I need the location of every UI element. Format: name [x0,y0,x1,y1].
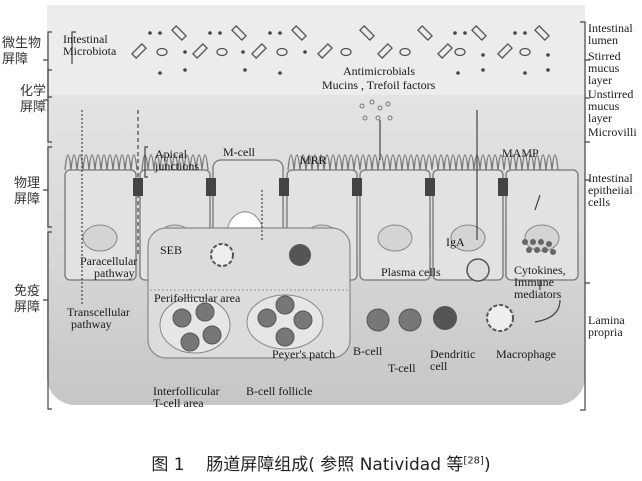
microbiota [131,25,550,59]
macrophage-label: Macrophage [496,347,556,361]
label-line: layer [588,73,612,87]
mucins-label: Mucins , Trefoil factors [322,78,436,92]
lumen-band [47,5,585,95]
pathway-arrows [81,110,561,323]
microbe-dots [148,31,550,75]
iga-label: IgA [446,235,465,249]
label-line: mediators [514,287,562,301]
figure-number: 图 1 [151,455,185,475]
mrr-label: MRR [300,153,327,167]
label-line: 屏障 [20,100,47,115]
chemical-barrier-label: 化学屏障 [20,84,46,116]
label-line: Lamina [588,313,625,327]
label-line: Transcellular [67,305,130,319]
label-line: T-cell area [153,396,204,410]
label-line: Intestinal [63,32,108,46]
label-line: Dendritic [430,347,476,361]
label-line: epitheiial [588,183,633,197]
label-line: pathway [71,317,112,331]
antimicrobials-label: Antimicrobials [343,64,415,78]
lymphocytes [172,295,422,352]
microvilli-label: Microvilli [588,125,637,139]
label-line: Cytokines, [514,263,566,277]
label-line: 免疫 [14,284,41,299]
microbial-barrier-label: 微生物屏障 [2,36,41,68]
label-line: mucus [588,99,620,113]
label-line: 微生物 [2,36,42,51]
label-line: 屏障 [14,192,41,207]
label-line: junctions [155,159,199,173]
t-cell-label: T-cell [388,361,416,375]
caption-reference: [28] [463,455,484,467]
b-cell-follicle [246,294,324,350]
label-line: cells [588,195,610,209]
figure-caption: 图 1 肠道屏障组成( 参照 Natividad 等[28]) [0,450,642,475]
seb-label: SEB [160,243,183,257]
cytokine-dots [522,239,556,255]
caption-title: 肠道屏障组成( 参照 Natividad 等 [206,455,464,475]
perifollicular-area-label: Perifollicular area [154,291,241,305]
label-line: layer [588,111,612,125]
macrophage-icon [486,304,514,332]
label-line: Intestinal [588,171,633,185]
label-line: 物理 [14,176,41,191]
m-cell-label: M-cell [223,145,255,159]
immune-barrier-label: 免疫屏障 [14,284,40,316]
mamp-label: MAMP [502,146,539,160]
label-line: Apical [155,147,187,161]
label-line: Immune [514,275,554,289]
antimicrobial-particles [359,99,393,121]
label-line: Microbiota [63,44,117,58]
label-line: 屏障 [2,52,29,67]
plasma-cell-icon [466,258,490,282]
b-cell-follicle-label: B-cell follicle [246,384,313,398]
b-cell-label: B-cell [353,344,383,358]
label-line: Intestinal [588,21,633,35]
label-line: propria [588,325,623,339]
label-line: cell [430,359,448,373]
label-line: 化学 [20,84,47,99]
physical-barrier-label: 物理屏障 [14,176,40,208]
label-line: pathway [94,266,135,280]
label-line: 屏障 [14,300,41,315]
label-line: Paracellular [80,254,138,268]
label-line: lumen [588,33,618,47]
dendritic-cell-icon [433,306,457,330]
label-line: Stirred [588,49,621,63]
label-line: Unstirred [588,87,634,101]
peyers-patch-label: Peyer's patch [272,347,336,361]
caption-close: ) [483,455,491,475]
label-line: Interfollicular [153,384,220,398]
plasma-cells-label: Plasma cells [381,265,441,279]
brackets [43,21,590,411]
label-line: mucus [588,61,620,75]
